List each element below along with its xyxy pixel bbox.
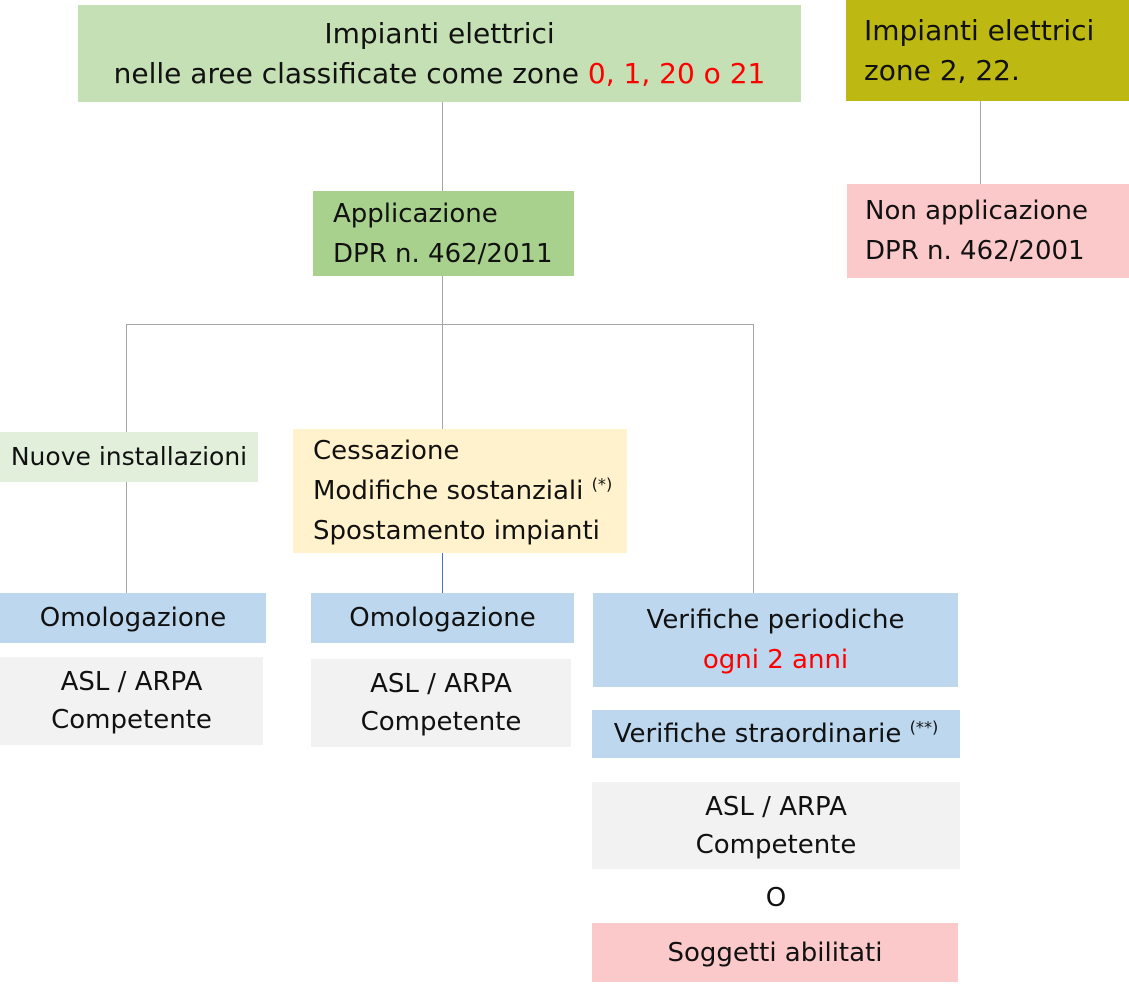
box-soggetti-abilitati-label: Soggetti abilitati	[667, 937, 883, 968]
box-verifiche-periodiche: Verifiche periodiche ogni 2 anni	[593, 593, 958, 687]
box-verifiche-straordinarie-label: Verifiche straordinarie (**)	[613, 717, 939, 749]
connector-applicazione-branch	[442, 276, 443, 324]
box-non-applicazione-line2: DPR n. 462/2001	[865, 236, 1085, 266]
box-cessazione-line1: Cessazione	[313, 436, 460, 466]
box-asl-arpa-3: ASL / ARPA Competente	[592, 782, 960, 869]
box-impianti-zone-0-1-20-21-line2: nelle aree classificate come zone 0, 1, …	[113, 56, 766, 90]
box-verifiche-periodiche-line1: Verifiche periodiche	[646, 605, 905, 635]
box-omologazione-2: Omologazione	[311, 593, 574, 643]
connector-cessazione-omologazione	[442, 553, 443, 598]
box-asl-arpa-2: ASL / ARPA Competente	[311, 659, 571, 747]
box-nuove-installazioni: Nuove installazioni	[0, 432, 258, 482]
box-non-applicazione-line1: Non applicazione	[865, 196, 1088, 226]
box-asl-arpa-2-line1: ASL / ARPA	[370, 669, 512, 699]
box-asl-arpa-3-line1: ASL / ARPA	[705, 791, 847, 822]
box-omologazione-1-label: Omologazione	[39, 603, 227, 633]
box-asl-arpa-2-line2: Competente	[360, 707, 522, 737]
box-cessazione-line2: Modifiche sostanziali (*)	[313, 474, 613, 506]
zone-numbers-red: 0, 1, 20 o 21	[587, 56, 766, 90]
box-asl-arpa-1-line2: Competente	[51, 705, 212, 735]
box-applicazione-line1: Applicazione	[333, 198, 498, 229]
or-connector-label: O	[592, 877, 960, 919]
or-connector-text: O	[765, 883, 787, 913]
box-impianti-zone-2-22: Impianti elettrici zone 2, 22.	[846, 0, 1129, 101]
footnote-marker-double-asterisk: (**)	[909, 717, 939, 737]
box-asl-arpa-1-line1: ASL / ARPA	[60, 667, 203, 697]
box-verifiche-straordinarie: Verifiche straordinarie (**)	[592, 710, 960, 758]
box-non-applicazione-dpr: Non applicazione DPR n. 462/2001	[847, 184, 1129, 278]
box-impianti-zone-0-1-20-21: Impianti elettrici nelle aree classifica…	[78, 5, 801, 102]
box-soggetti-abilitati: Soggetti abilitati	[592, 923, 958, 982]
box-impianti-zone-0-1-20-21-line1: Impianti elettrici	[324, 16, 555, 50]
box-nuove-installazioni-label: Nuove installazioni	[10, 442, 248, 471]
box-applicazione-dpr: Applicazione DPR n. 462/2011	[313, 191, 574, 276]
connector-zone222-nonapplicazione	[980, 101, 981, 184]
footnote-marker-single-asterisk: (*)	[591, 474, 613, 494]
box-verifiche-periodiche-frequency: ogni 2 anni	[702, 645, 849, 675]
connector-zone0121-applicazione	[442, 102, 443, 191]
box-impianti-zone-2-22-line2: zone 2, 22.	[864, 53, 1020, 87]
connector-branch-center	[442, 324, 443, 429]
box-asl-arpa-1: ASL / ARPA Competente	[0, 657, 263, 745]
box-cessazione-line3: Spostamento impianti	[313, 516, 600, 546]
box-applicazione-line2: DPR n. 462/2011	[333, 238, 553, 269]
box-omologazione-2-label: Omologazione	[349, 603, 536, 633]
box-cessazione-modifiche: Cessazione Modifiche sostanziali (*) Spo…	[293, 429, 627, 553]
box-impianti-zone-2-22-line1: Impianti elettrici	[864, 13, 1095, 47]
connector-branch-horizontal	[126, 324, 754, 325]
box-omologazione-1: Omologazione	[0, 593, 266, 643]
box-asl-arpa-3-line2: Competente	[695, 829, 857, 860]
connector-branch-right	[753, 324, 754, 593]
